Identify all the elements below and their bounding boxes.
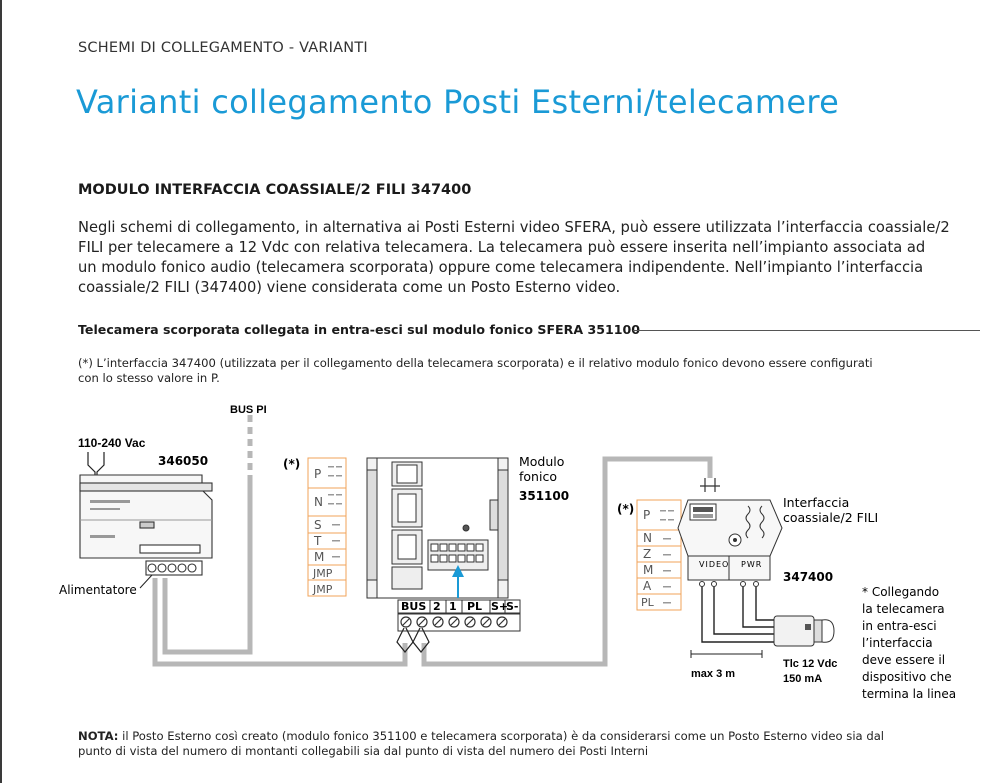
interface-label-line-1: Interfaccia (783, 495, 849, 510)
config-left-item: N (314, 495, 323, 509)
audio-module-351100 (366, 457, 509, 599)
camera-spec-line-2: 150 mA (783, 673, 822, 685)
interface-bus-wire (421, 456, 713, 667)
psu-code: 346050 (158, 454, 208, 468)
config-right-item: N (643, 531, 652, 545)
interface-347400 (677, 478, 783, 587)
config-left-item: M (314, 550, 324, 564)
config-right-item: PL (641, 596, 655, 609)
termination-note-line: in entra-esci (862, 619, 937, 633)
termination-note-line: la telecamera (862, 602, 945, 616)
section-label: SCHEMI DI COLLEGAMENTO - VARIANTI (78, 40, 368, 56)
connector-arrow (452, 565, 464, 598)
page-title: Varianti collegamento Posti Esterni/tele… (76, 83, 840, 121)
intro-line: FILI per telecamere a 12 Vdc con relativ… (78, 239, 926, 256)
config-right-item: P (643, 508, 650, 522)
power-supply-unit (79, 474, 213, 576)
config-left-item: T (313, 534, 322, 548)
terminal-label: BUS (401, 600, 426, 613)
config-panel-right: P N Z M A PL (636, 499, 682, 611)
termination-note-line: * Collegando (862, 585, 939, 599)
terminal-block: BUS 2 1 PL S+ S- (396, 599, 521, 653)
config-left-item: JMP (312, 583, 333, 596)
termination-note: * Collegando la telecamera in entra-esci… (862, 585, 956, 701)
nota-label: NOTA: (78, 729, 119, 743)
termination-note-line: l’interfaccia (862, 636, 933, 650)
config-left-item: P (314, 467, 321, 481)
intro-line: Negli schemi di collegamento, in alterna… (78, 219, 950, 236)
camera-wires (701, 587, 775, 643)
module-heading: MODULO INTERFACCIA COASSIALE/2 FILI 3474… (78, 182, 472, 198)
config-panel-left: P N S T M JMP JMP (307, 457, 347, 597)
config-right-item: A (643, 579, 652, 593)
left-border (0, 0, 2, 783)
interface-code: 347400 (783, 570, 833, 584)
termination-note-line: dispositivo che (862, 670, 952, 684)
module-code: 351100 (519, 489, 569, 503)
subsection-rule (633, 330, 980, 331)
nota-text-line-2: punto di vista del numero di montanti co… (78, 744, 649, 758)
config-note-line: (*) L’interfaccia 347400 (utilizzata per… (78, 356, 873, 370)
nota-text-line-1: il Posto Esterno così creato (modulo fon… (122, 729, 885, 743)
interface-pwr-label: PWR (741, 560, 762, 569)
config-note-line: con lo stesso valore in P. (78, 371, 220, 385)
module-label-line-1: Modulo (519, 454, 564, 469)
max-length-label: max 3 m (691, 668, 735, 680)
subsection-title: Telecamera scorporata collegata in entra… (78, 322, 641, 337)
config-asterisk-left: (*) (283, 457, 300, 471)
config-note: (*) L’interfaccia 347400 (utilizzata per… (78, 356, 873, 386)
intro-line: un modulo fonico audio (telecamera scorp… (78, 259, 924, 276)
config-left-item: JMP (312, 567, 333, 580)
bus-wiring (152, 415, 713, 667)
module-label-line-2: fonico (519, 469, 557, 484)
config-asterisk-right: (*) (617, 502, 634, 516)
length-dimension (690, 650, 763, 658)
terminal-label: 2 (433, 600, 441, 613)
config-right-item: M (643, 563, 653, 577)
bus-pi-label: BUS PI (230, 404, 267, 416)
bottom-note: NOTA: il Posto Esterno così creato (modu… (78, 729, 884, 759)
camera-spec-line-1: Tlc 12 Vdc (783, 658, 837, 670)
terminal-label: S+ (491, 600, 508, 613)
camera (773, 615, 835, 647)
psu-label-leader (139, 574, 153, 589)
intro-line: coassiale/2 FILI (347400) viene consider… (78, 279, 621, 296)
interface-label-line-2: coassiale/2 FILI (783, 510, 878, 525)
psu-bus-wire-b (152, 578, 408, 667)
config-left-item: S (314, 518, 322, 532)
interface-video-label: VIDEO (699, 560, 729, 569)
terminal-label: PL (467, 600, 482, 613)
termination-note-line: termina la linea (862, 687, 956, 701)
config-right-item: Z (643, 547, 651, 561)
terminal-label: S- (506, 600, 519, 613)
mains-voltage-label: 110-240 Vac (78, 436, 146, 450)
termination-note-line: deve essere il (862, 653, 945, 667)
terminal-label: 1 (449, 600, 457, 613)
psu-label: Alimentatore (59, 583, 137, 597)
intro-paragraph: Negli schemi di collegamento, in alterna… (78, 218, 978, 298)
psu-bus-wire-a (162, 475, 253, 655)
